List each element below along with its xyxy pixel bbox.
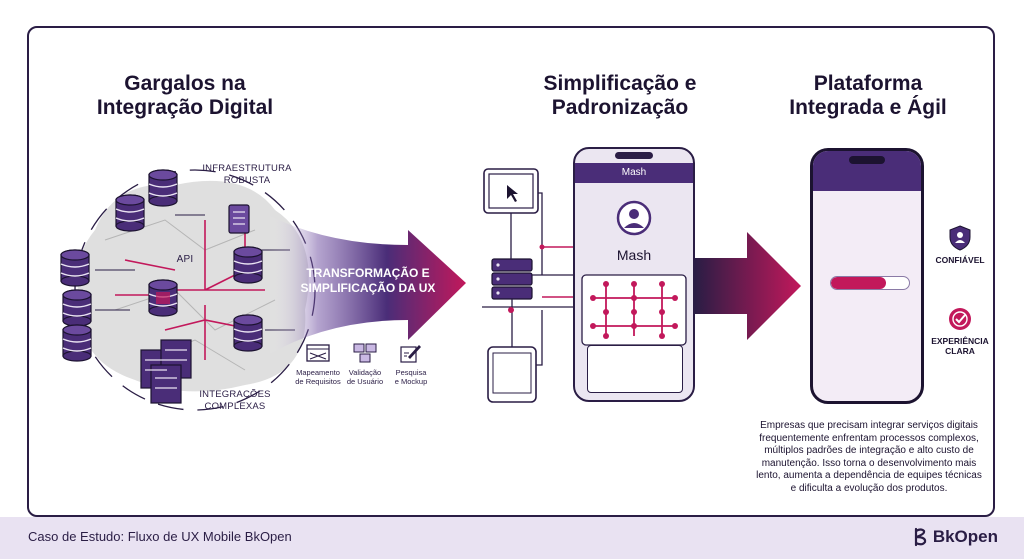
mockup-phone: Mash Mash (573, 147, 695, 402)
mockup-notch (615, 152, 653, 159)
integration-grid (581, 274, 687, 346)
flow-arrow (695, 232, 801, 340)
requirements-icon (306, 344, 330, 362)
validation-icon (353, 343, 377, 363)
brand-name: BkOpen (932, 527, 998, 546)
check-badge-icon (949, 308, 971, 330)
description-text: Empresas que precisam integrar serviços … (756, 420, 982, 494)
footer: Caso de Estudo: Fluxo de UX Mobile BkOpe… (0, 517, 1024, 559)
footer-caption: Caso de Estudo: Fluxo de UX Mobile BkOpe… (28, 529, 292, 544)
avatar-icon (616, 200, 652, 236)
transform-arrow-label: TRANSFORMAÇÃO E SIMPLIFICAÇÃO DA UX (300, 266, 436, 295)
device-connections (482, 168, 578, 403)
heading-platform: Plataforma Integrada e Ágil (789, 72, 947, 119)
heading-standardization: Simplificação e Padronização (543, 72, 697, 119)
label-integrations: INTEGRAÇÕES COMPLEXAS (199, 389, 271, 412)
label-api: API (176, 254, 194, 265)
brand-logo: BkOpen (913, 527, 998, 547)
transform-arrow (268, 215, 466, 355)
bottleneck-illustration (60, 169, 316, 411)
mockup-header: Mash (575, 163, 693, 183)
mockup-card (587, 345, 683, 393)
bkopen-logo-icon (914, 527, 926, 547)
research-pencil-icon (400, 345, 421, 363)
heading-bottlenecks: Gargalos na Integração Digital (96, 72, 274, 119)
label-infrastructure: INFRAESTRUTURA ROBUSTA (202, 163, 292, 186)
mockup-name: Mash (616, 247, 652, 263)
platform-phone (810, 148, 924, 404)
progress-bar (830, 276, 910, 290)
phone-notch (849, 156, 885, 164)
progress-fill (831, 277, 886, 289)
shield-user-icon (949, 225, 971, 251)
